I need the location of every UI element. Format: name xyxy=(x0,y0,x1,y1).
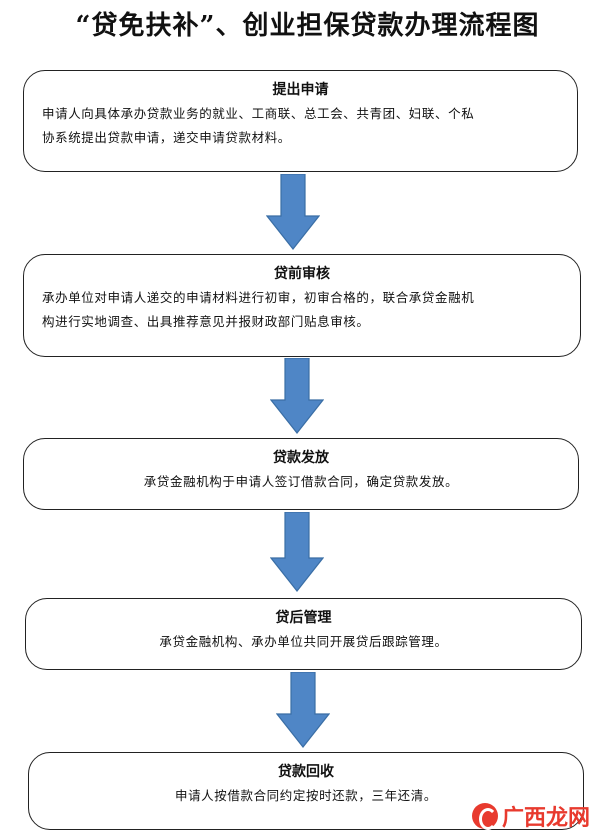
step-title: 提出申请 xyxy=(272,82,329,98)
watermark-logo-icon xyxy=(472,803,498,830)
step-apply-box: 提出申请 申请人向具体承办贷款业务的就业、工商联、总工会、共青团、妇联、个私 协… xyxy=(23,70,578,172)
step-text-line: 申请人按借款合同约定按时还款，三年还清。 xyxy=(174,788,437,803)
watermark: 广西龙网 xyxy=(472,796,612,836)
down-arrow-icon xyxy=(270,358,324,434)
watermark-text: 广西龙网 xyxy=(502,806,591,831)
step-title: 贷前审核 xyxy=(274,266,330,282)
down-arrow-icon xyxy=(276,672,330,748)
step-repay-box: 贷款回收 申请人按借款合同约定按时还款，三年还清。 xyxy=(28,752,584,830)
step-text-line: 承贷金融机构、承办单位共同开展贷后跟踪管理。 xyxy=(159,634,448,649)
step-postloan-box: 贷后管理 承贷金融机构、承办单位共同开展贷后跟踪管理。 xyxy=(25,598,582,670)
step-text-line: 构进行实地调查、出具推荐意见并报财政部门贴息审核。 xyxy=(42,314,370,329)
step-text-line: 协系统提出贷款申请，递交申请贷款材料。 xyxy=(42,130,291,145)
step-title: 贷款发放 xyxy=(273,450,329,466)
down-arrow-icon xyxy=(270,512,324,592)
step-text-line: 承贷金融机构于申请人签订借款合同，确定贷款发放。 xyxy=(143,474,459,489)
step-text-line: 承办单位对申请人递交的申请材料进行初审，初审合格的，联合承贷金融机 xyxy=(42,290,475,305)
step-text-line: 申请人向具体承办贷款业务的就业、工商联、总工会、共青团、妇联、个私 xyxy=(42,106,475,121)
step-title: 贷款回收 xyxy=(278,764,334,780)
step-title: 贷后管理 xyxy=(275,610,332,626)
step-review-box: 贷前审核 承办单位对申请人递交的申请材料进行初审，初审合格的，联合承贷金融机 构… xyxy=(23,254,581,357)
step-issue-box: 贷款发放 承贷金融机构于申请人签订借款合同，确定贷款发放。 xyxy=(23,438,579,510)
page-title: “贷免扶补”、创业担保贷款办理流程图 xyxy=(75,11,540,41)
down-arrow-icon xyxy=(266,174,320,250)
